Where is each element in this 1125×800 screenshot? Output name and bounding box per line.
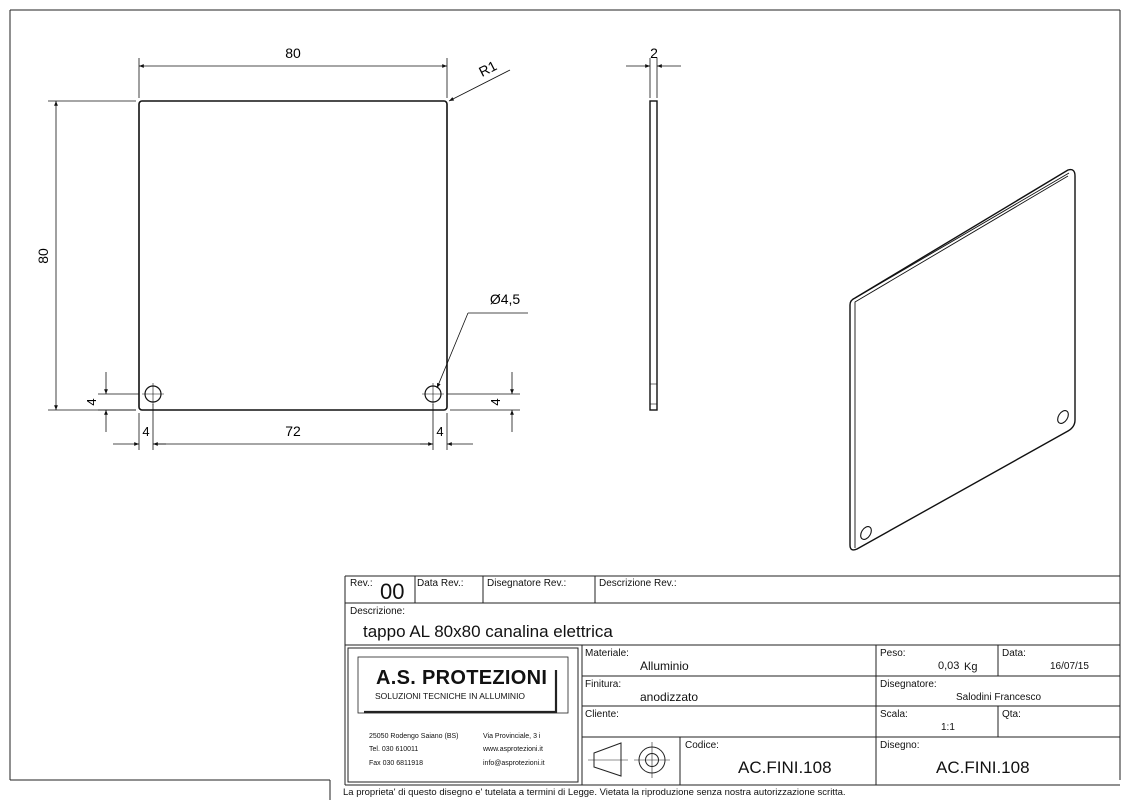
drawing-number-label: Disegno: — [880, 740, 920, 751]
dim-radius-text: R1 — [476, 57, 499, 79]
weight-label: Peso: — [880, 648, 906, 659]
dim-width-text: 80 — [285, 45, 301, 61]
company-logo-box — [347, 647, 579, 783]
iso-front-face — [849, 168, 1076, 551]
dim-hole-vertical-right — [447, 372, 520, 432]
isometric-view — [849, 168, 1076, 551]
company-tagline: SOLUZIONI TECNICHE IN ALLUMINIO — [375, 691, 526, 701]
dim-height-text: 80 — [35, 248, 51, 264]
scale-label: Scala: — [880, 709, 908, 720]
dim-bottom-horizontal — [113, 404, 473, 450]
rev-drafter-label: Disegnatore Rev.: — [487, 578, 567, 589]
dim-width — [138, 58, 448, 98]
drafter-label: Disegnatore: — [880, 679, 937, 690]
projection-symbol-icon — [588, 742, 670, 778]
rev-description-label: Descrizione Rev.: — [599, 578, 677, 589]
description-label: Descrizione: — [350, 606, 406, 617]
client-label: Cliente: — [585, 709, 619, 720]
dim-left-offset-text: 4 — [142, 424, 149, 439]
code-label: Codice: — [685, 740, 719, 751]
drafter-value: Salodini Francesco — [956, 692, 1042, 703]
rev-date-label: Data Rev.: — [417, 578, 464, 589]
hole-right — [422, 383, 444, 405]
dim-hole-spacing-text: 72 — [285, 423, 301, 439]
company-address-city: 25050 Rodengo Saiano (BS) — [369, 733, 459, 740]
hole-left — [142, 383, 164, 405]
weight-value: 0,03 — [938, 660, 960, 672]
qty-label: Qta: — [1002, 709, 1021, 720]
dim-hole-diameter — [436, 312, 528, 389]
company-email: info@asprotezioni.it — [483, 760, 545, 767]
title-block-grid — [344, 575, 1120, 786]
company-web: www.asprotezioni.it — [483, 746, 543, 753]
dim-right-offset-text: 4 — [436, 424, 443, 439]
code-value: AC.FINI.108 — [738, 758, 832, 777]
front-view: 80 R1 80 Ø4,5 4 72 4 4 4 — [35, 45, 528, 450]
drawing-number-value: AC.FINI.108 — [936, 758, 1030, 777]
dim-hole-diameter-text: Ø4,5 — [490, 291, 521, 307]
dim-height — [48, 100, 136, 411]
company-fax: Fax 030 6811918 — [369, 760, 423, 767]
side-outline — [649, 100, 658, 411]
company-tel: Tel. 030 610011 — [369, 746, 419, 753]
date-value: 16/07/15 — [1050, 661, 1089, 672]
date-label: Data: — [1002, 648, 1026, 659]
dim-hole-vertical-left-text: 4 — [84, 398, 99, 405]
dim-thickness-text: 2 — [650, 45, 658, 61]
iso-thickness-edge — [851, 172, 1070, 548]
weight-unit: Kg — [964, 661, 978, 673]
finish-value: anodizzato — [640, 690, 699, 704]
finish-label: Finitura: — [585, 679, 622, 690]
dim-thickness — [626, 58, 681, 98]
iso-hole-right — [1057, 410, 1069, 424]
plate-outline — [138, 100, 448, 411]
legal-notice: La proprieta' di questo disegno e' tutel… — [343, 787, 846, 798]
iso-hole-left — [860, 526, 872, 540]
rev-label: Rev.: — [350, 578, 373, 589]
material-label: Materiale: — [585, 648, 629, 659]
description-value: tappo AL 80x80 canalina elettrica — [363, 622, 613, 641]
scale-value: 1:1 — [941, 722, 955, 733]
material-value: Alluminio — [640, 659, 689, 673]
dim-hole-vertical-right-text: 4 — [488, 398, 503, 405]
rev-value: 00 — [380, 579, 405, 604]
company-address-street: Via Provinciale, 3 i — [483, 733, 541, 740]
company-name: A.S. PROTEZIONI — [376, 667, 548, 689]
sheet-border — [9, 9, 1121, 800]
dim-radius — [448, 69, 511, 102]
side-view: 2 — [626, 45, 681, 411]
dim-hole-vertical-left — [98, 372, 139, 432]
